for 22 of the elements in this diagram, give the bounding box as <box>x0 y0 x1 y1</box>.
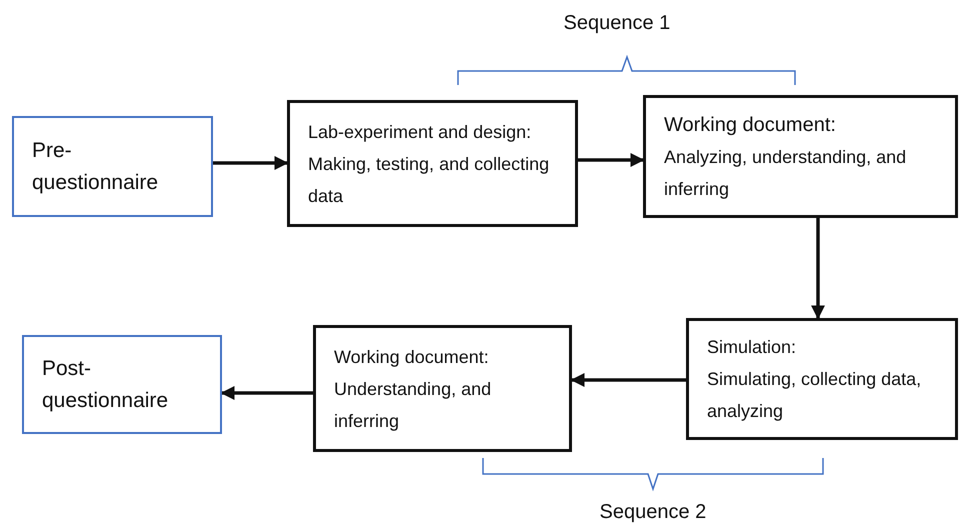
box-heading: Simulation: <box>707 336 798 359</box>
process-box <box>686 318 958 440</box>
box-text: Analyzing, understanding, and inferring <box>664 146 908 201</box>
sequence-label: Sequence 1 <box>564 12 670 35</box>
box-text: Lab-experiment and design: Making, testing, and collecting data <box>308 120 550 208</box>
process-box <box>643 95 958 218</box>
box-text: Pre-questionnaire <box>32 138 160 196</box>
end-box <box>22 335 222 434</box>
box-heading: Working document: <box>664 112 837 138</box>
arrow <box>578 153 644 167</box>
start-box <box>12 116 213 217</box>
arrow <box>811 218 825 320</box>
process-box <box>287 100 578 227</box>
box-text: Understanding, and inferring <box>334 378 492 433</box>
box-text: Post-questionnaire <box>42 356 170 414</box>
arrow <box>570 373 686 387</box>
arrow <box>220 386 313 400</box>
box-text: Simulating, collecting data, analyzing <box>707 368 922 423</box>
sequence-label: Sequence 2 <box>600 501 706 524</box>
process-box <box>313 325 572 452</box>
arrow <box>213 156 288 170</box>
box-heading: Working document: <box>334 346 490 369</box>
